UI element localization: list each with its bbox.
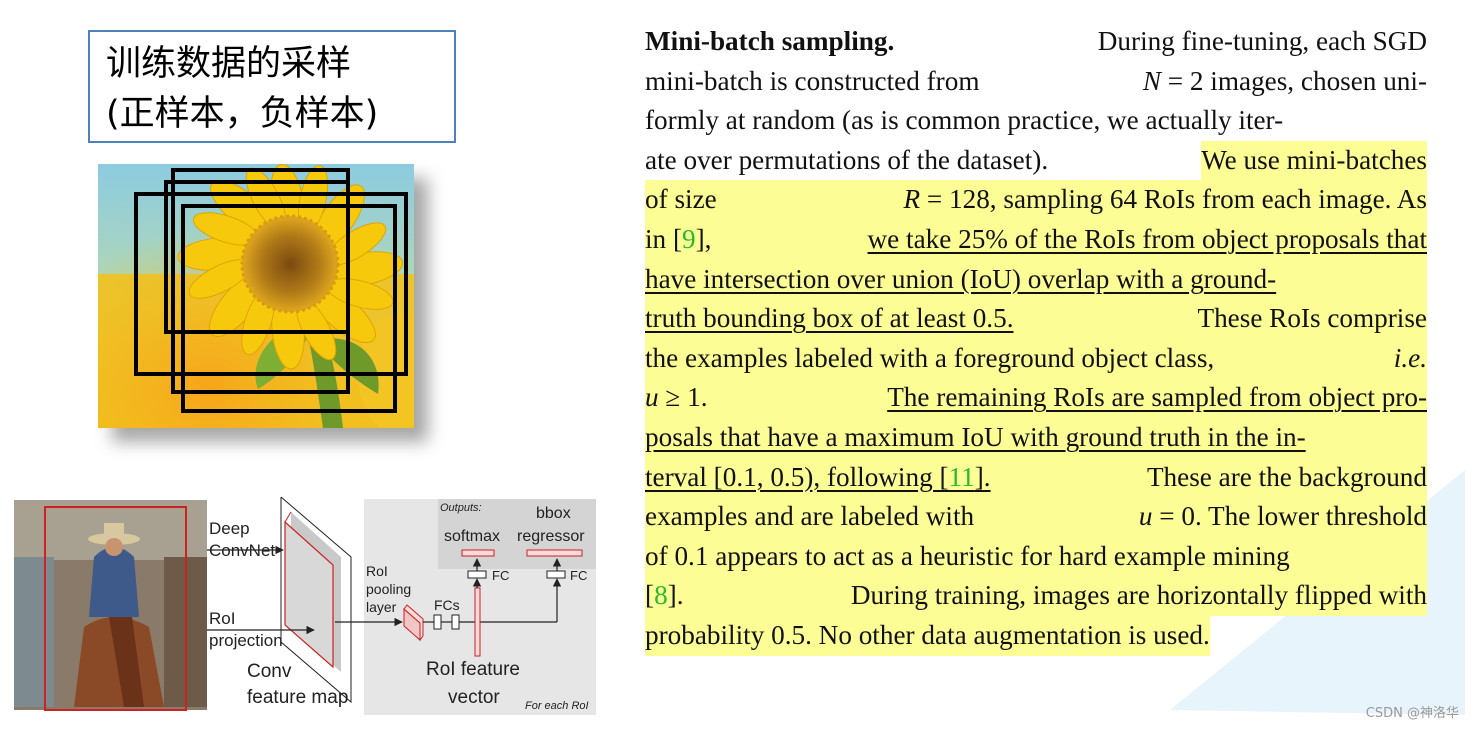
- paper-line-7: have intersection over union (IoU) overl…: [645, 259, 1427, 300]
- paper-text: mini-batch is constructed from: [645, 65, 980, 96]
- paper-line-13: examples and are labeled with u = 0. The…: [645, 497, 1427, 537]
- paper-text: = 2 images, chosen uni-: [1167, 65, 1427, 96]
- underlined-text: we take 25% of the RoIs from object prop…: [867, 223, 1427, 254]
- paper-line-16: probability 0.5. No other data augmentat…: [645, 615, 1427, 656]
- paper-line-15: [8]. During training, images are horizon…: [645, 576, 1427, 616]
- paper-line-2: mini-batch is constructed from N = 2 ima…: [645, 62, 1427, 102]
- label-fc-bbox: FC: [570, 568, 588, 583]
- label-for-each-roi: For each RoI: [525, 700, 589, 712]
- paper-text: ],: [695, 223, 712, 254]
- paper-text: formly at random (as is common practice,…: [645, 105, 1284, 136]
- paper-text: During fine-tuning, each SGD: [1097, 26, 1427, 56]
- paper-text: of 0.1 appears to act as a heuristic for…: [645, 540, 1290, 571]
- paper-line-1: Mini-batch sampling. During fine-tuning,…: [645, 22, 1427, 62]
- paper-text: These are the background: [1146, 461, 1427, 492]
- underlined-text: posals that have a maximum IoU with grou…: [645, 421, 1306, 452]
- fast-rcnn-diagram: Deep ConvNet RoI projection Conv feature…: [14, 497, 598, 717]
- label-projection: projection: [209, 631, 283, 650]
- paper-line-10: u ≥ 1. The remaining RoIs are sampled fr…: [645, 378, 1427, 418]
- label-convnet: ConvNet: [209, 541, 276, 560]
- paper-line-6: in [9], we take 25% of the RoIs from obj…: [645, 219, 1427, 260]
- paper-line-11: posals that have a maximum IoU with grou…: [645, 417, 1427, 458]
- paper-text: During training, images are horizontally…: [850, 580, 1427, 611]
- math-u: u: [1138, 501, 1153, 532]
- label-fcs: FCs: [434, 597, 460, 613]
- section-heading: Mini-batch sampling.: [645, 26, 895, 56]
- label-conv: Conv: [247, 661, 292, 682]
- underlined-text: truth bounding box of at least 0.5.: [645, 303, 1014, 334]
- citation-link[interactable]: 11: [948, 461, 975, 492]
- paper-line-9: the examples labeled with a foreground o…: [645, 338, 1427, 379]
- underlined-text: terval [0.1, 0.5), following [: [645, 461, 949, 492]
- highlighted-text: We use mini-batches: [1201, 140, 1427, 181]
- math-n: N: [1142, 65, 1161, 96]
- paper-line-5: of size R = 128, sampling 64 RoIs from e…: [645, 180, 1427, 220]
- label-regressor: regressor: [517, 528, 585, 545]
- roi-boxes-overlay: [134, 168, 408, 413]
- label-outputs: Outputs:: [440, 502, 482, 514]
- slide-title-line-1: 训练数据的采样: [106, 44, 352, 84]
- label-roi-feature: RoI feature: [426, 659, 520, 680]
- label-roi: RoI: [209, 609, 236, 628]
- paper-text: of size: [645, 184, 717, 215]
- watermark: CSDN @神洛华: [1365, 706, 1459, 721]
- paper-text: examples and are labeled with: [645, 501, 975, 532]
- paper-text: ].: [667, 580, 684, 611]
- paper-line-4: ate over permutations of the dataset). W…: [645, 140, 1427, 181]
- paper-text: = 0. The lower threshold: [1159, 501, 1427, 532]
- paper-text: = 128, sampling 64 RoIs from each image.…: [926, 184, 1427, 215]
- math-r: R: [903, 184, 921, 215]
- paper-text-italic: i.e.: [1393, 342, 1427, 373]
- paper-line-8: truth bounding box of at least 0.5. Thes…: [645, 299, 1427, 339]
- underlined-text: ].: [974, 461, 991, 492]
- label-roi-pooling-1: RoI: [366, 563, 388, 579]
- label-bbox: bbox: [536, 505, 571, 522]
- slide-title-box: 训练数据的采样 (正样本，负样本): [88, 30, 456, 143]
- label-feature-map: feature map: [247, 687, 349, 708]
- input-image: [14, 500, 207, 711]
- underlined-text: have intersection over union (IoU) overl…: [645, 263, 1277, 294]
- paper-excerpt: Mini-batch sampling. During fine-tuning,…: [645, 22, 1427, 656]
- label-roi-pooling-2: pooling: [366, 581, 412, 597]
- highlighted-text: probability 0.5. No other data augmentat…: [645, 615, 1210, 656]
- paper-text: These RoIs comprise: [1197, 303, 1427, 334]
- citation-link[interactable]: 8: [654, 580, 668, 611]
- paper-text: [: [645, 580, 655, 611]
- label-softmax: softmax: [444, 528, 501, 545]
- citation-link[interactable]: 9: [682, 223, 696, 254]
- paper-text: ate over permutations of the dataset).: [645, 144, 1049, 175]
- underlined-text: The remaining RoIs are sampled from obje…: [887, 382, 1427, 413]
- paper-line-14: of 0.1 appears to act as a heuristic for…: [645, 536, 1427, 577]
- label-roi-pooling-3: layer: [366, 599, 397, 615]
- paper-text: ≥ 1.: [665, 382, 708, 413]
- paper-line-3: formly at random (as is common practice,…: [645, 101, 1427, 141]
- label-deep: Deep: [209, 519, 250, 538]
- paper-line-12: terval [0.1, 0.5), following [11]. These…: [645, 457, 1427, 498]
- math-u: u: [645, 382, 659, 413]
- label-vector: vector: [448, 687, 500, 708]
- slide-title-line-2: (正样本，负样本): [106, 94, 379, 134]
- paper-text: the examples labeled with a foreground o…: [645, 342, 1215, 373]
- label-fc-softmax: FC: [492, 568, 510, 583]
- paper-text: in [: [645, 223, 682, 254]
